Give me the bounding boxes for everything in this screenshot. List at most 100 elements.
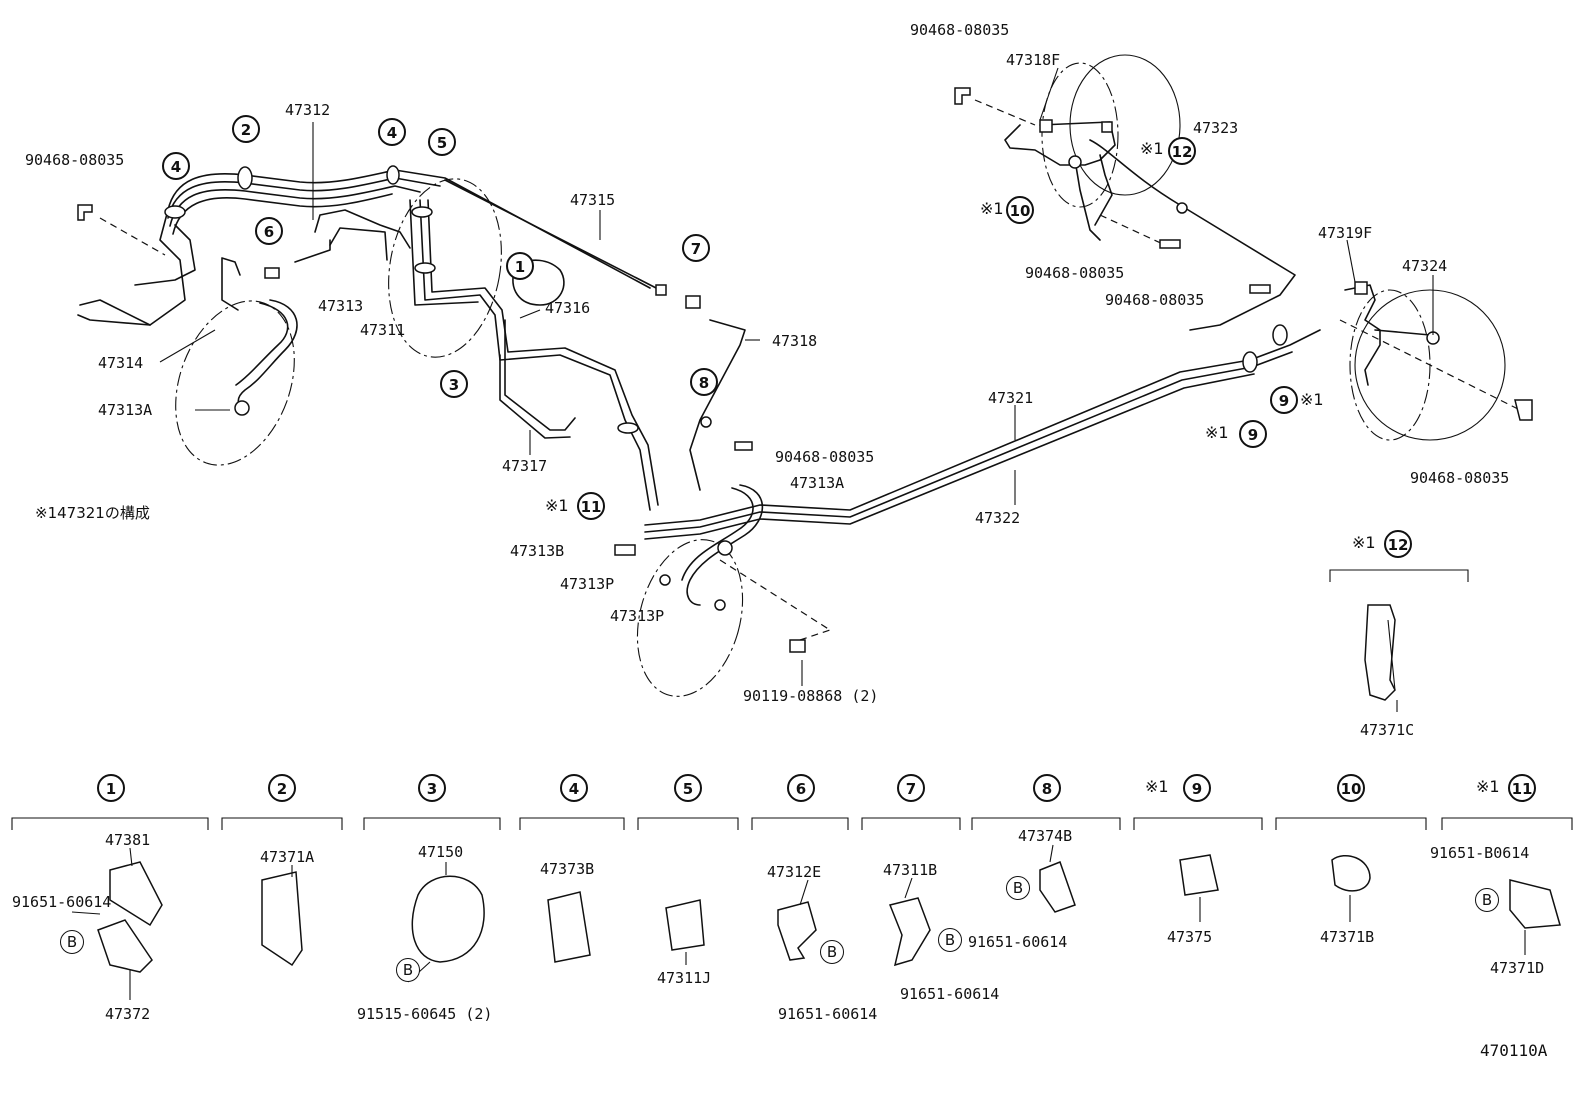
circle-8-row: 8 [1033,774,1061,802]
label-47322: 47322 [975,509,1021,527]
star-10: ※1 [980,199,1004,218]
part-47311J-shape [665,899,705,951]
circle-1-top: 1 [506,252,534,280]
label-90468-08035-b: 90468-08035 [1025,264,1125,282]
label-47150: 47150 [418,843,464,861]
circle-3-row: 3 [418,774,446,802]
line-master-down-3 [409,199,479,306]
b-mark-11: B [1475,888,1499,912]
part-47371D-shape [1509,879,1561,929]
clip-90468-rear-mid [1249,284,1271,294]
bracket-12 [1329,569,1469,582]
rear-left-drum-inner [1041,62,1119,208]
label-90468-08035-d: 90468-08035 [1410,469,1510,487]
front-right-hose-2 [681,487,754,581]
clamp-11 [617,422,639,434]
clip-90468-rear-left-2 [1159,239,1181,249]
dash-clip-rear-right [1339,319,1521,411]
label-47317: 47317 [502,457,548,475]
part-47371C-shape [1364,604,1396,701]
line-left-3 [79,299,151,326]
label-47372: 47372 [105,1005,151,1023]
line-left-2 [134,224,196,286]
clamp-2 [237,166,253,190]
fitting-47323 [1101,121,1113,133]
circle-5-top: 5 [428,128,456,156]
line-47313 [329,227,388,261]
line-bundle-top-3 [169,185,421,227]
diagram-code: 470110A [1480,1041,1548,1060]
circle-2-top: 2 [232,115,260,143]
part-47312E-shape [777,901,817,961]
leader-47381 [129,847,133,867]
circle-10-top: 10 [1006,196,1034,224]
part-47374B-shape [1039,861,1076,913]
circle-10-row: 10 [1337,774,1365,802]
star-9-b: ※1 [1205,423,1229,442]
label-47312E: 47312E [767,863,822,881]
label-47371A: 47371A [260,848,315,866]
label-47319F: 47319F [1318,224,1373,242]
clamp-4-top [386,165,400,185]
label-90468-08035-c: 90468-08035 [1105,291,1205,309]
label-47381: 47381 [105,831,151,849]
clamp-9-a [1242,351,1258,373]
label-47313A-left: 47313A [98,401,153,419]
front-right-hose-bracket [717,540,733,556]
part-47311B-shape [888,897,931,967]
circle-2-row: 2 [268,774,296,802]
label-47315: 47315 [570,191,616,209]
line-47318 [689,319,746,491]
part-47381-shape [109,861,163,927]
line-left-1 [77,209,186,326]
circle-4-left: 4 [162,152,190,180]
circle-4-row: 4 [560,774,588,802]
bracket-6 [751,817,849,830]
label-91651-B0614: 91651-B0614 [1430,844,1530,862]
fitting-7 [685,295,701,309]
b-mark-6: B [820,940,844,964]
front-left-hose-2 [235,302,289,386]
clamp-8 [700,416,712,428]
proportioning-valve-47150 [512,259,565,306]
leader-91651-1 [71,911,101,915]
clamp-10 [1068,155,1082,169]
dash-clip-rear-left [974,99,1036,126]
clamp-5 [411,206,433,218]
line-47318F [1004,121,1116,166]
bracket-10 [1275,817,1427,830]
master-cylinder-outline [388,178,502,358]
front-left-hose-end [234,400,250,416]
leader-47311B [904,877,913,899]
part-47371A-shape [261,871,303,967]
label-91651-60614-8: 91651-60614 [968,933,1068,951]
circle-12-b: 12 [1384,530,1412,558]
line-master-down-2 [427,199,659,506]
circle-9-mid: 9 [1239,420,1267,448]
fitting-47318F [1039,119,1053,133]
dash-bolt [719,559,831,631]
line-47317-b [499,354,571,439]
part-47150-shape [411,875,485,963]
note-47321: ※147321の構成 [35,504,150,522]
line-rear-upper [1089,139,1296,331]
label-47318: 47318 [772,332,818,350]
label-47318F: 47318F [1006,51,1061,69]
star-9-row: ※1 [1145,777,1169,796]
label-91515-60645: 91515-60645 (2) [357,1005,493,1023]
label-47375: 47375 [1167,928,1213,946]
front-right-wheel-outline [636,539,744,697]
label-47312: 47312 [285,101,331,119]
circle-8-top: 8 [690,368,718,396]
leader-47374B [1049,844,1054,863]
circle-12-top: 12 [1168,137,1196,165]
line-master-down-1 [419,199,651,511]
star-12: ※1 [1140,139,1164,158]
rear-right-drum-inner [1349,289,1431,441]
b-mark-7: B [938,928,962,952]
star-11: ※1 [545,496,569,515]
bracket-5 [637,817,739,830]
label-47371C: 47371C [1360,721,1415,739]
